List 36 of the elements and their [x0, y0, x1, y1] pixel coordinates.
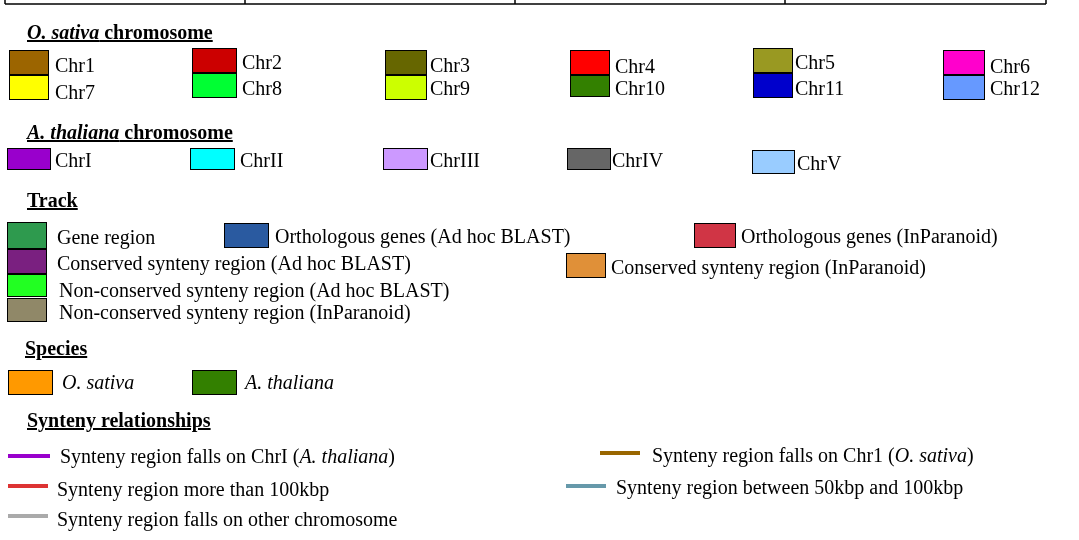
- legend-label: Chr12: [990, 76, 1040, 100]
- legend-label: Chr9: [430, 76, 470, 100]
- legend-label: Synteny region falls on ChrI (A. thaliana): [60, 444, 395, 468]
- legend-label: Chr5: [795, 50, 835, 74]
- legend-label: Conserved synteny region (Ad hoc BLAST): [57, 251, 411, 275]
- legend-label: Chr8: [242, 76, 282, 100]
- legend-label: ChrII: [240, 148, 284, 172]
- legend-label: Chr11: [795, 76, 845, 100]
- legend-label: ChrIV: [612, 148, 664, 172]
- section-heading: Synteny relationships: [27, 408, 211, 432]
- legend-label: Chr4: [615, 54, 655, 78]
- legend-label: Synteny region more than 100kbp: [57, 477, 330, 501]
- legend-label: Chr3: [430, 53, 470, 77]
- section-heading: Species: [25, 336, 88, 360]
- section-heading: A. thaliana chromosome: [27, 120, 233, 144]
- legend-label: Non-conserved synteny region (Ad hoc BLAST): [59, 278, 450, 302]
- legend-label: Chr1: [55, 53, 95, 77]
- legend-label: A. thaliana: [245, 370, 334, 394]
- legend-label: Synteny region between 50kbp and 100kbp: [616, 475, 964, 499]
- legend-label: Chr2: [242, 50, 282, 74]
- legend-label: Orthologous genes (Ad hoc BLAST): [275, 224, 571, 248]
- legend-label: Chr6: [990, 54, 1030, 78]
- section-heading: Track: [27, 188, 78, 212]
- legend-label: Synteny region falls on other chromosome: [57, 507, 398, 531]
- section-heading: O. sativa chromosome: [27, 20, 213, 44]
- legend-label: Synteny region falls on Chr1 (O. sativa): [652, 443, 974, 467]
- legend-label: ChrIII: [430, 148, 480, 172]
- legend-label: Conserved synteny region (InParanoid): [611, 255, 926, 279]
- legend-label: ChrI: [55, 148, 92, 172]
- legend-label: Gene region: [57, 225, 156, 249]
- legend-label: ChrV: [797, 151, 842, 175]
- legend-label: Chr7: [55, 80, 95, 104]
- legend-label: Non-conserved synteny region (InParanoid): [59, 301, 411, 324]
- legend-label: O. sativa: [62, 370, 135, 394]
- legend-label: Orthologous genes (InParanoid): [741, 224, 998, 248]
- legend-label: Chr10: [615, 76, 665, 100]
